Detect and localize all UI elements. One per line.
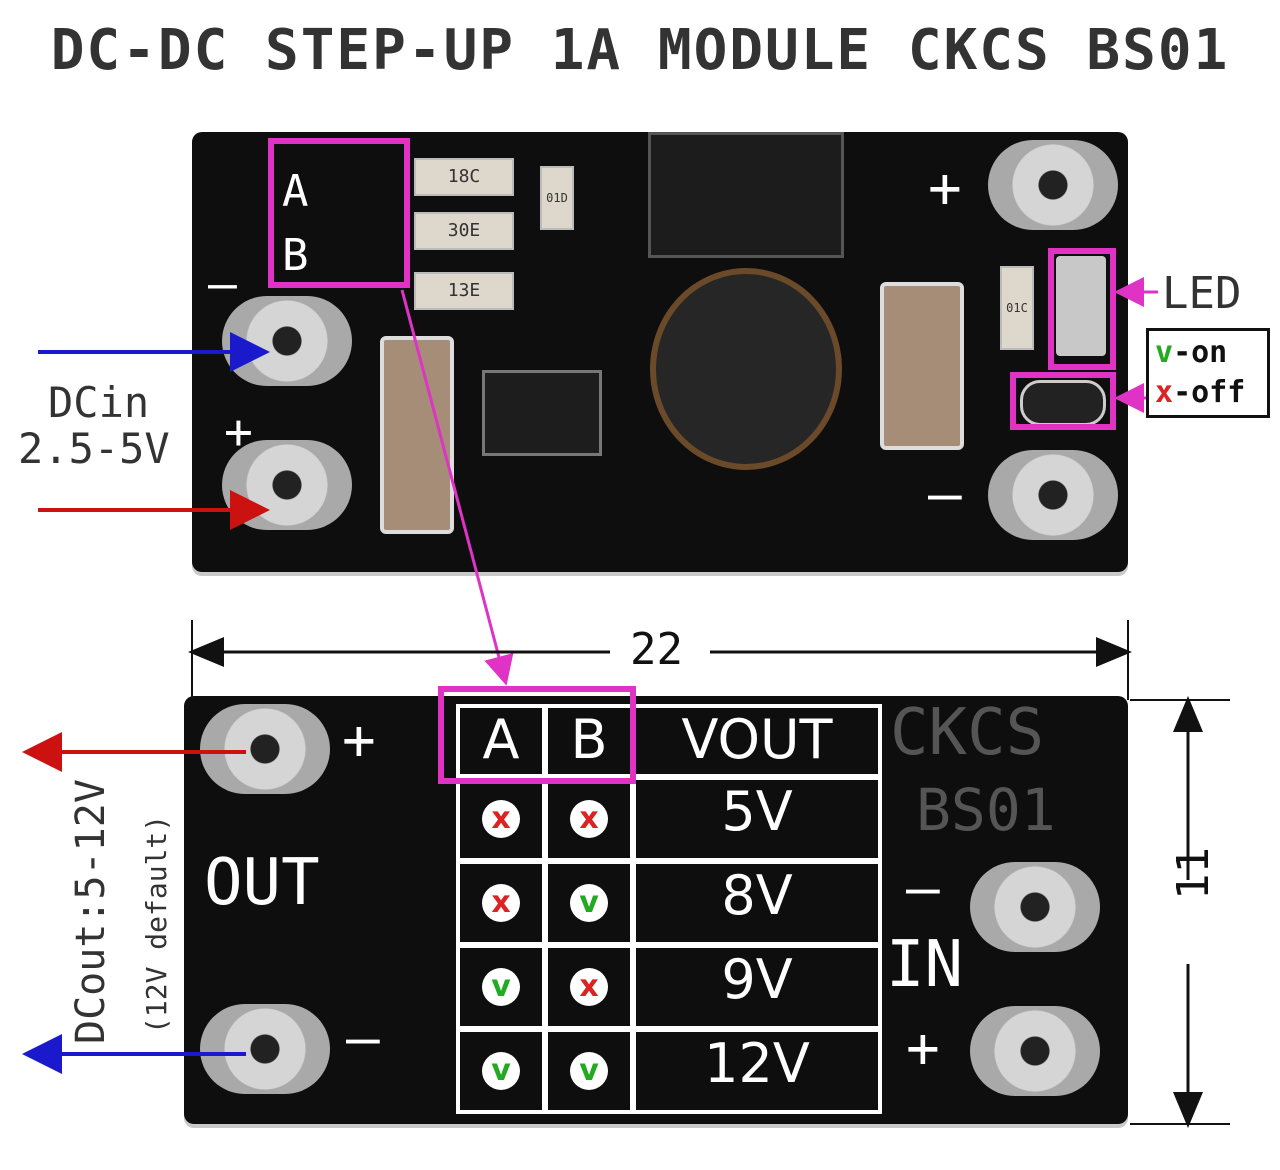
out-plus-label: +	[342, 708, 376, 773]
in-minus-label: –	[906, 856, 940, 921]
top-minus-label: –	[208, 256, 237, 312]
row-2-b-mark: v	[570, 884, 608, 922]
capacitor-01c: 01C	[1000, 266, 1034, 350]
row-2-a-mark: x	[482, 884, 520, 922]
brand-label: CKCS	[890, 696, 1045, 770]
resistor-30e: 30E	[414, 212, 514, 250]
resistor-13e: 13E	[414, 272, 514, 310]
in-plus-label: +	[906, 1016, 940, 1081]
model-label: BS01	[916, 776, 1056, 844]
jumper-ab-highlight	[268, 138, 410, 288]
legend: v-on x-off	[1146, 328, 1270, 418]
dc-in-label: DCin	[48, 378, 150, 427]
pad-out-minus-bottom	[200, 1004, 330, 1094]
ic-chip	[482, 370, 602, 456]
in-label: IN	[886, 928, 964, 1002]
capacitor-out	[880, 282, 964, 450]
legend-off-text: x-off	[1155, 375, 1246, 410]
resistor-18c: 18C	[414, 158, 514, 196]
out-label: OUT	[204, 846, 320, 920]
legend-on: v-on	[1155, 333, 1261, 373]
top-plus-label-left: +	[224, 404, 253, 460]
legend-on-text: v-on	[1155, 335, 1228, 370]
led-label: LED	[1162, 268, 1242, 319]
pin-b-label: B	[282, 230, 309, 281]
out-minus-label: –	[346, 1006, 380, 1071]
page-title: DC-DC STEP-UP 1A MODULE CKCS BS01	[50, 18, 1230, 83]
pad-out-plus	[988, 140, 1118, 230]
top-plus-label-right: +	[928, 156, 962, 221]
pin-a-label: A	[282, 166, 309, 217]
pad-out-minus	[988, 450, 1118, 540]
jumper-link-arrow	[400, 289, 514, 686]
row-1-a-mark: x	[482, 800, 520, 838]
row-3-b-mark: x	[570, 968, 608, 1006]
row-3-a-mark: v	[482, 968, 520, 1006]
pad-in-minus-bottom	[970, 862, 1100, 952]
led-mark-highlight	[1010, 372, 1116, 430]
bottom-board: + – OUT IN – + CKCS BS01 A B VOUT x x 5V…	[184, 696, 1128, 1124]
diode-ss34	[648, 132, 844, 258]
dimension-width: 22	[630, 624, 683, 675]
legend-off: x-off	[1155, 373, 1261, 413]
table-ab-highlight	[438, 686, 636, 784]
row-4-b-mark: v	[570, 1052, 608, 1090]
row-1-b-mark: x	[570, 800, 608, 838]
row-4-a-mark: v	[482, 1052, 520, 1090]
pad-out-plus-bottom	[200, 704, 330, 794]
row-4-vout: 12V	[632, 1028, 882, 1114]
pad-in-plus-bottom	[970, 1006, 1100, 1096]
top-minus-label-right: –	[928, 462, 962, 527]
top-board: A B – + + – 18C 30E 13E 01D 01C	[192, 132, 1128, 572]
dc-in-voltage: 2.5-5V	[18, 424, 170, 473]
row-4-b: v	[544, 1028, 634, 1114]
inductor	[650, 268, 842, 470]
capacitor-01d: 01D	[540, 166, 574, 230]
led-component	[1056, 256, 1106, 356]
voltage-table: A B VOUT x x 5V x v 8V v x 9V v v 12V	[446, 700, 886, 1118]
led-highlight	[1048, 248, 1116, 370]
